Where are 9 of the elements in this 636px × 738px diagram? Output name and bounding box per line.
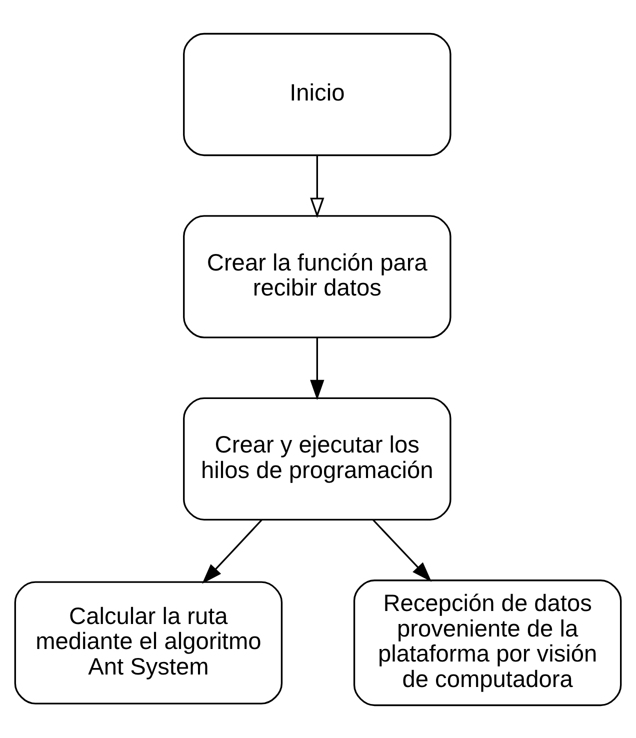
node-box: Inicio (183, 32, 452, 156)
arrow (310, 154, 324, 218)
node-box: Recepción de datos proveniente de la plataforma por visión de computadora (353, 579, 622, 706)
node-box: Crear y ejecutar los hilos de programación (183, 396, 452, 520)
node-box: Crear la función para recibir datos (183, 214, 452, 338)
arrow (310, 336, 324, 400)
arrow (202, 518, 263, 584)
arrow (372, 518, 432, 582)
node-box: Calcular la ruta mediante el algoritmo Ant System (14, 580, 283, 704)
